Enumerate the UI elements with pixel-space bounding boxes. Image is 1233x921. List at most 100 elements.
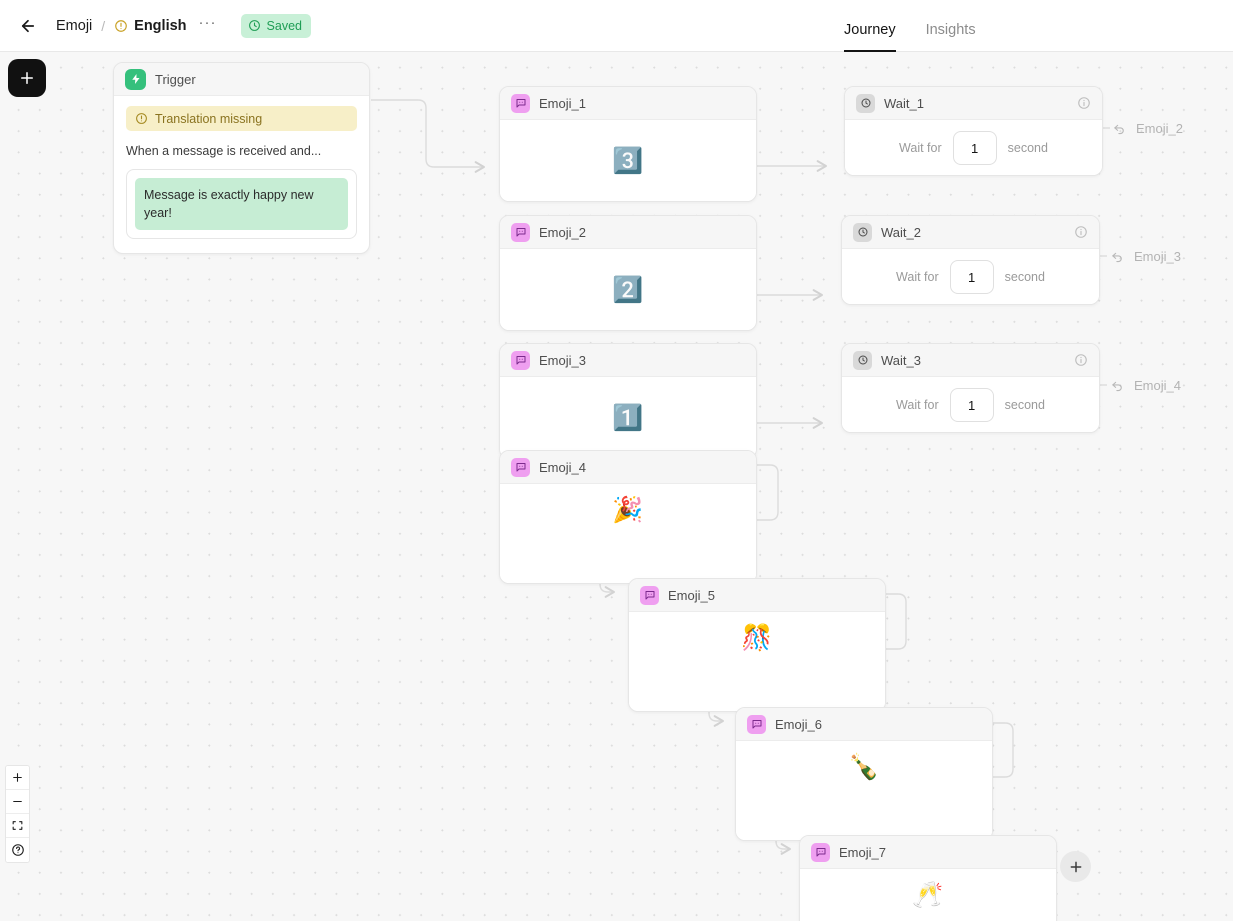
tab-journey[interactable]: Journey <box>844 22 896 52</box>
wait-node-header: Wait_3 <box>842 344 1099 377</box>
message-node-body: 🎊 <box>629 612 885 711</box>
fit-screen-icon <box>12 821 23 830</box>
breadcrumb-project-title[interactable]: Emoji <box>56 17 93 34</box>
message-node-header: Emoji_3 <box>500 344 756 377</box>
wait-node-header: Wait_2 <box>842 216 1099 249</box>
info-circle-icon[interactable] <box>1074 353 1088 367</box>
message-node-title: Emoji_6 <box>775 716 822 732</box>
chat-message-icon <box>811 842 830 862</box>
info-circle-icon[interactable] <box>1074 225 1088 239</box>
wait-duration-input[interactable] <box>949 388 994 422</box>
wait-node-wait-1[interactable]: Wait_1 Wait for second <box>844 86 1103 176</box>
info-circle-icon[interactable] <box>1077 96 1091 110</box>
plus-icon <box>1070 861 1081 872</box>
chat-message-icon <box>747 714 766 734</box>
message-node-emoji-1[interactable]: Emoji_1 3️⃣ <box>499 86 757 202</box>
message-node-header: Emoji_1 <box>500 87 756 120</box>
zoom-controls <box>5 765 30 863</box>
wait-duration-row: Wait for second <box>878 249 1063 304</box>
message-node-body: 🎉 <box>500 484 756 583</box>
wait-node-title: Wait_3 <box>881 352 921 368</box>
wait-duration-input[interactable] <box>952 131 997 165</box>
wait-node-title: Wait_1 <box>884 95 924 111</box>
goto-reference-label: Emoji_3 <box>1134 249 1181 264</box>
wait-prefix-label: Wait for <box>896 398 939 412</box>
trigger-node-header: Trigger <box>114 63 369 96</box>
wait-node-wait-2[interactable]: Wait_2 Wait for second <box>841 215 1100 305</box>
wait-duration-input[interactable] <box>949 260 994 294</box>
language-label: English <box>134 17 187 34</box>
help-button[interactable] <box>6 838 29 862</box>
message-node-header: Emoji_7 <box>800 836 1056 869</box>
goto-reference-emoji-3[interactable]: Emoji_3 <box>1110 249 1181 264</box>
zoom-out-button[interactable] <box>6 790 29 814</box>
top-bar: Emoji / English ··· Saved Journey Insigh… <box>0 0 1233 52</box>
goto-reference-emoji-4[interactable]: Emoji_4 <box>1110 378 1181 393</box>
wait-node-body: Wait for second <box>842 249 1099 304</box>
return-arrow-icon <box>1114 124 1124 135</box>
add-step-button[interactable] <box>1060 851 1091 882</box>
clock-icon <box>853 222 872 242</box>
wait-node-title: Wait_2 <box>881 224 921 240</box>
edge-trigger-emoji1 <box>371 99 485 173</box>
wait-node-wait-3[interactable]: Wait_3 Wait for second <box>841 343 1100 433</box>
clock-icon <box>248 20 260 31</box>
message-node-emoji-6[interactable]: Emoji_6 🍾 <box>735 707 993 841</box>
status-badge: Saved <box>240 13 311 38</box>
message-node-emoji-5[interactable]: Emoji_5 🎊 <box>628 578 886 712</box>
plus-icon <box>13 773 22 782</box>
wait-duration-row: Wait for second <box>878 377 1063 432</box>
zoom-in-button[interactable] <box>6 766 29 790</box>
message-emoji-value: 1️⃣ <box>612 403 644 432</box>
return-arrow-icon <box>1112 381 1122 392</box>
lightning-bolt-icon <box>125 68 146 90</box>
trigger-node-title: Trigger <box>155 71 196 87</box>
message-emoji-value: 🥂 <box>912 881 944 909</box>
message-node-title: Emoji_1 <box>539 95 586 111</box>
wait-node-body: Wait for second <box>845 120 1102 175</box>
wait-unit-label: second <box>1004 398 1045 412</box>
message-node-emoji-7[interactable]: Emoji_7 🥂 <box>799 835 1057 921</box>
message-node-body: 🥂 <box>800 869 1056 921</box>
message-emoji-value: 🎉 <box>612 496 644 524</box>
message-emoji-value: 🎊 <box>741 624 773 652</box>
wait-prefix-label: Wait for <box>896 270 939 284</box>
back-button[interactable] <box>14 12 42 40</box>
message-node-header: Emoji_2 <box>500 216 756 249</box>
trigger-node[interactable]: Trigger Translation missing When a messa… <box>113 62 370 255</box>
message-node-header: Emoji_5 <box>629 579 885 612</box>
goto-reference-emoji-2[interactable]: Emoji_2 <box>1112 121 1183 136</box>
warning-circle-icon <box>115 19 127 32</box>
fit-view-button[interactable] <box>6 814 29 838</box>
alert-circle-icon <box>136 113 147 124</box>
message-node-body: 2️⃣ <box>500 249 756 330</box>
journey-canvas[interactable]: Trigger Translation missing When a messa… <box>0 52 1233 921</box>
message-node-emoji-3[interactable]: Emoji_3 1️⃣ <box>499 343 757 459</box>
add-node-button[interactable] <box>8 59 46 97</box>
wait-prefix-label: Wait for <box>899 141 942 155</box>
return-arrow-icon <box>1112 252 1122 263</box>
message-node-emoji-4[interactable]: Emoji_4 🎉 <box>499 450 757 584</box>
message-node-title: Emoji_2 <box>539 224 586 240</box>
message-node-body: 1️⃣ <box>500 377 756 458</box>
breadcrumb-language[interactable]: English <box>114 17 187 34</box>
breadcrumb-separator: / <box>101 17 106 34</box>
message-node-title: Emoji_4 <box>539 459 586 475</box>
minus-icon <box>13 800 22 803</box>
tab-insights[interactable]: Insights <box>925 22 976 38</box>
arrow-left-icon <box>21 19 35 32</box>
status-badge-label: Saved <box>266 18 302 33</box>
message-node-emoji-2[interactable]: Emoji_2 2️⃣ <box>499 215 757 331</box>
translation-warning: Translation missing <box>126 106 357 131</box>
chat-message-icon <box>640 585 659 605</box>
message-node-title: Emoji_7 <box>839 844 886 860</box>
message-node-body: 🍾 <box>736 741 992 840</box>
wait-unit-label: second <box>1004 270 1045 284</box>
clock-icon <box>853 350 872 370</box>
message-node-body: 3️⃣ <box>500 120 756 201</box>
trigger-condition[interactable]: Message is exactly happy new year! <box>135 178 348 231</box>
chat-message-icon <box>511 93 530 113</box>
goto-reference-label: Emoji_4 <box>1134 378 1181 393</box>
more-options-button[interactable]: ··· <box>198 13 217 31</box>
